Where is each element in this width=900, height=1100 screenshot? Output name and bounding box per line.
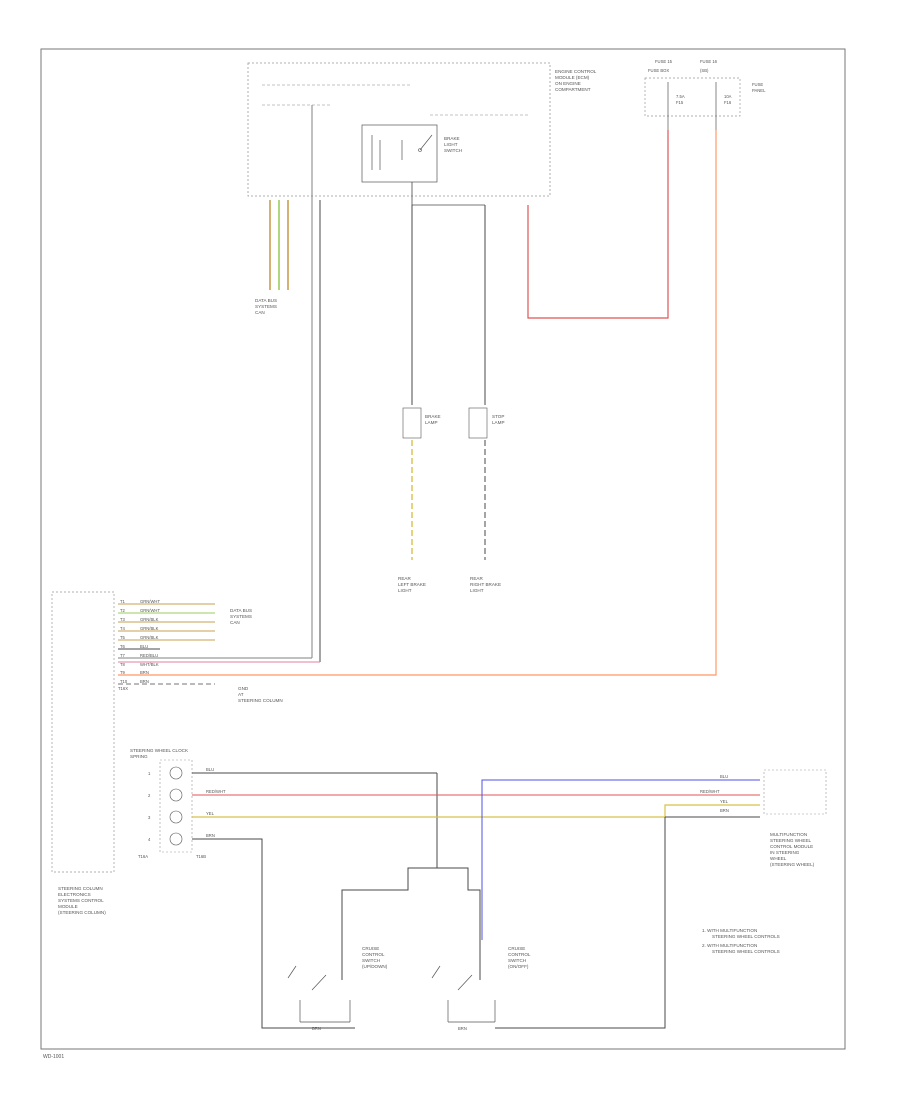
svg-text:FUSE 15: FUSE 15 — [655, 59, 673, 64]
brake-lamp-left — [402, 407, 422, 439]
fuse-wires — [118, 130, 717, 676]
blue-wire — [481, 779, 760, 940]
svg-text:FUSE BOX: FUSE BOX — [648, 68, 669, 73]
switch-wiring — [341, 858, 481, 980]
svg-text:T1: T1 — [120, 599, 126, 604]
svg-text:BRN: BRN — [458, 1026, 467, 1031]
svg-text:4: 4 — [148, 837, 151, 842]
clock-spring-wires: BLU RED/WHT YEL BRN — [192, 767, 760, 1029]
svg-text:T8: T8 — [120, 662, 126, 667]
module-pin-rows: T1 T2 T3 T4 T5 T6 T7 T8 T9 T10 GRN/WHT G… — [118, 599, 283, 703]
svg-text:T16B: T16B — [196, 854, 206, 859]
svg-text:T2: T2 — [120, 608, 126, 613]
svg-text:GRN/BLK: GRN/BLK — [140, 617, 159, 622]
svg-text:RED/WHT: RED/WHT — [206, 789, 226, 794]
svg-text:RED/WHT: RED/WHT — [700, 789, 720, 794]
svg-text:GRN/BLK: GRN/BLK — [140, 635, 159, 640]
svg-text:BLU: BLU — [206, 767, 214, 772]
diagram-border — [40, 48, 846, 1050]
svg-text:T10: T10 — [120, 679, 128, 684]
diagram-code: WD-1001 — [43, 1054, 64, 1060]
brake-lamp-right — [468, 407, 488, 439]
svg-text:(SB): (SB) — [700, 68, 709, 73]
svg-text:GRN/BLK: GRN/BLK — [140, 626, 159, 631]
svg-text:BLU: BLU — [140, 644, 148, 649]
svg-text:3: 3 — [148, 815, 151, 820]
svg-text:BLU: BLU — [720, 774, 728, 779]
svg-text:T3: T3 — [120, 617, 126, 622]
svg-text:YEL: YEL — [720, 799, 729, 804]
svg-text:T7: T7 — [120, 653, 126, 658]
svg-text:BRN: BRN — [312, 1026, 321, 1031]
ecm-to-module-wires — [118, 105, 321, 663]
svg-text:2: 2 — [148, 793, 151, 798]
svg-text:GRN/WHT: GRN/WHT — [140, 608, 160, 613]
svg-text:T16X: T16X — [118, 686, 128, 691]
svg-text:T16A: T16A — [138, 854, 148, 859]
svg-text:FUSE 16: FUSE 16 — [700, 59, 718, 64]
svg-text:T9: T9 — [120, 670, 126, 675]
svg-text:T4: T4 — [120, 626, 126, 631]
svg-text:YEL: YEL — [206, 811, 215, 816]
svg-text:BRN: BRN — [140, 670, 149, 675]
svg-text:T6: T6 — [120, 644, 126, 649]
svg-text:RED/BLU: RED/BLU — [140, 653, 158, 658]
svg-text:BRN: BRN — [140, 679, 149, 684]
svg-text:BRN: BRN — [720, 808, 729, 813]
svg-text:T5: T5 — [120, 635, 126, 640]
svg-text:BRN: BRN — [206, 833, 215, 838]
svg-text:WHT/BLK: WHT/BLK — [140, 662, 159, 667]
svg-text:GRN/WHT: GRN/WHT — [140, 599, 160, 604]
svg-text:1: 1 — [148, 771, 151, 776]
